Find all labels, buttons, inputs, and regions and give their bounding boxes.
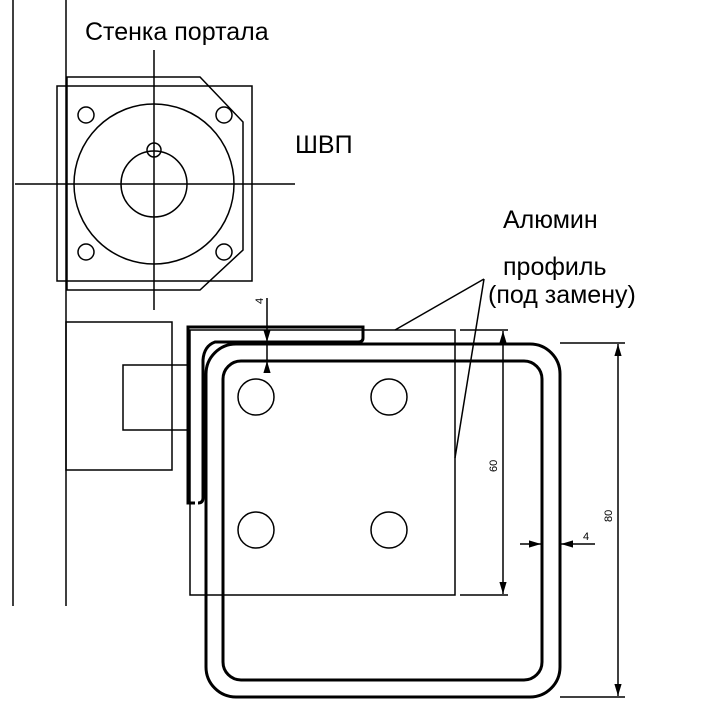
dim-60-text: 60 <box>488 460 500 472</box>
carriage-block <box>65 321 173 471</box>
motor-flange <box>66 76 244 291</box>
label-profile-3: (под замену) <box>488 281 636 309</box>
plate-hole <box>237 378 275 416</box>
plate-hole <box>370 511 408 549</box>
angle-bracket <box>186 325 365 505</box>
label-profile-1: Алюмин <box>503 206 598 234</box>
bolt-hole <box>215 243 233 261</box>
aluminium-profile-inner <box>221 359 544 682</box>
ball-screw-motor <box>15 50 295 310</box>
dim-4-top-text: 4 <box>254 298 266 304</box>
bolt-hole <box>215 106 233 124</box>
plate-hole <box>370 378 408 416</box>
bolt-hole <box>77 106 95 124</box>
aluminium-profile-outer <box>204 342 562 699</box>
mounting-plate <box>189 329 456 596</box>
label-profile-2: профиль <box>503 253 607 281</box>
dim-80-text: 80 <box>603 510 615 522</box>
label-ball-screw: ШВП <box>295 131 353 159</box>
leader-line <box>454 278 485 459</box>
leader-line <box>394 278 485 331</box>
carriage-nut <box>122 364 189 431</box>
plate-hole <box>237 511 275 549</box>
bolt-hole <box>77 243 95 261</box>
label-portal-wall: Стенка портала <box>85 18 269 46</box>
dim-4-right-text: 4 <box>583 531 589 543</box>
